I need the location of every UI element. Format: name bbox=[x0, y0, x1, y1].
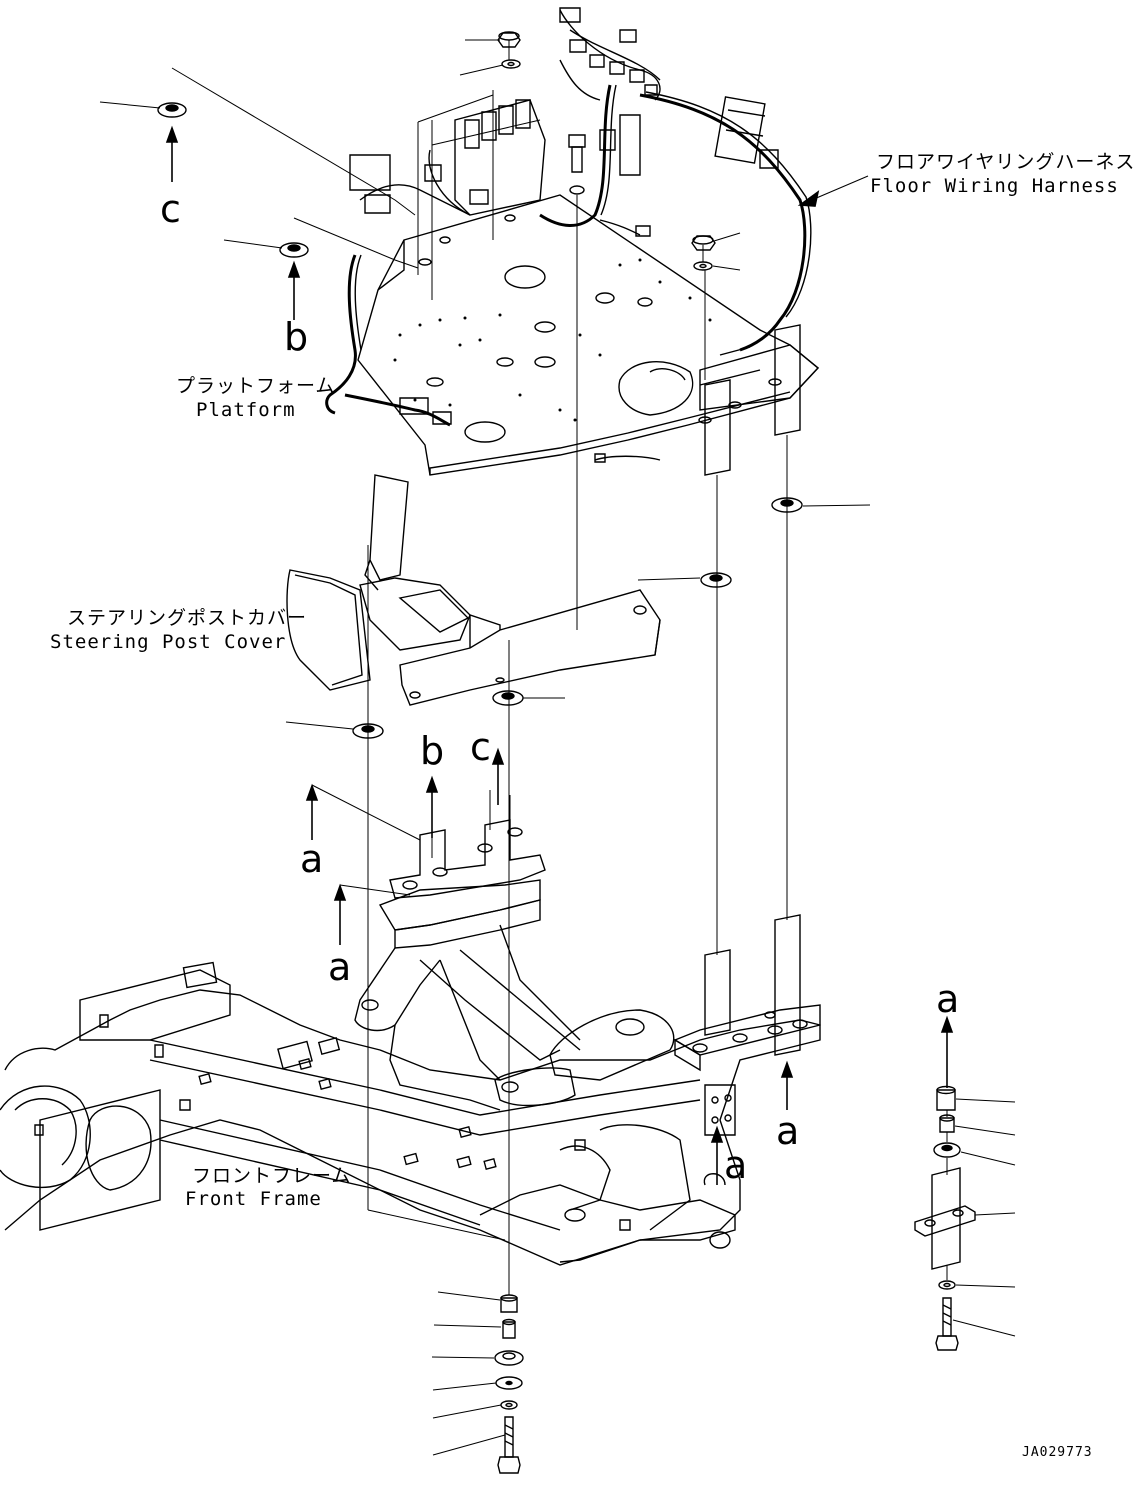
callout-a-lower2: a bbox=[776, 1109, 800, 1153]
document-id: JA029773 bbox=[1022, 1445, 1093, 1460]
callout-a-right: a bbox=[936, 977, 960, 1021]
steering-post-cover-label-jp: ステアリングポストカバー bbox=[67, 607, 308, 629]
steering-post-cover-label-en: Steering Post Cover bbox=[50, 631, 287, 653]
callout-a-mid1: a bbox=[300, 837, 324, 881]
hardware-top bbox=[158, 32, 802, 738]
mount-brackets bbox=[390, 325, 800, 1055]
callout-arrows bbox=[167, 128, 952, 1185]
floor-wiring-harness bbox=[327, 8, 811, 462]
callout-c-top: c bbox=[160, 187, 181, 231]
callout-a-mid2: a bbox=[328, 945, 352, 989]
assembly-axes bbox=[172, 40, 947, 1295]
callout-b-mid: b bbox=[420, 729, 445, 773]
steering-post-cover bbox=[287, 475, 660, 705]
front-frame bbox=[0, 880, 820, 1265]
callout-b-top: b bbox=[284, 315, 309, 359]
platform-part bbox=[358, 195, 818, 475]
callout-a-lower1: a bbox=[724, 1143, 748, 1187]
hardware-right-detail bbox=[915, 1087, 975, 1351]
floor-harness-label-en: Floor Wiring Harness bbox=[870, 175, 1119, 197]
callout-c-mid: c bbox=[470, 725, 491, 769]
front-frame-label-jp: フロントフレーム bbox=[192, 1165, 352, 1187]
floor-harness-label-jp: フロアワイヤリングハーネス bbox=[876, 151, 1135, 173]
platform-label-en: Platform bbox=[196, 399, 296, 421]
leader-lines bbox=[100, 40, 1015, 1455]
platform-label-jp: プラットフォーム bbox=[176, 375, 336, 397]
hardware-bottom-stack bbox=[495, 1295, 523, 1473]
front-frame-label-en: Front Frame bbox=[185, 1188, 322, 1210]
